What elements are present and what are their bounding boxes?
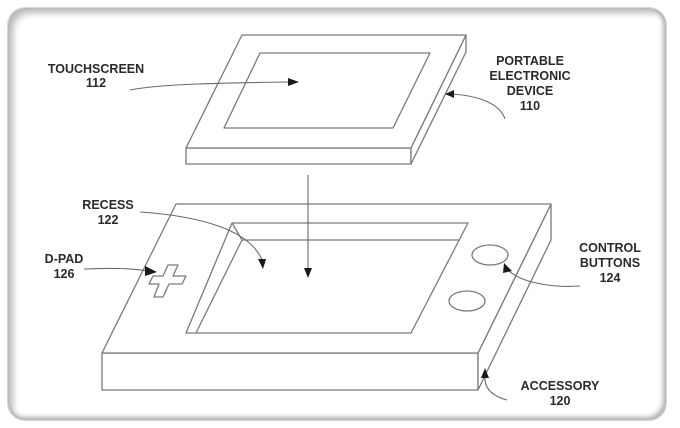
label-accessory: ACCESSORY 120: [521, 379, 600, 408]
d-pad-leader: [83, 266, 157, 276]
label-control-buttons-line1: CONTROL: [579, 241, 641, 255]
touchscreen: [223, 52, 431, 129]
label-portable-device-ref: 110: [520, 99, 540, 113]
label-portable-device-line3: DEVICE: [507, 84, 554, 98]
accessory: [101, 203, 552, 391]
control-button-top: [471, 244, 509, 266]
accessory-leader: [481, 368, 508, 401]
label-recess: RECESS 122: [82, 198, 133, 227]
label-d-pad-name: D-PAD: [45, 252, 84, 266]
control-buttons-leader: [503, 263, 581, 287]
label-control-buttons: CONTROL BUTTONS 124: [579, 241, 641, 285]
label-portable-device-line2: ELECTRONIC: [489, 69, 570, 83]
control-button-bottom: [448, 290, 486, 312]
label-control-buttons-line2: BUTTONS: [580, 256, 640, 270]
label-control-buttons-ref: 124: [600, 271, 621, 285]
label-accessory-name: ACCESSORY: [521, 379, 600, 393]
label-recess-ref: 122: [98, 213, 119, 227]
label-d-pad: D-PAD 126: [45, 252, 84, 281]
label-touchscreen-name: TOUCHSCREEN: [48, 62, 144, 76]
label-d-pad-ref: 126: [54, 267, 75, 281]
label-touchscreen: TOUCHSCREEN 112: [48, 62, 144, 90]
label-touchscreen-ref: 112: [86, 76, 106, 90]
label-portable-device-line1: PORTABLE: [496, 54, 564, 68]
portable-electronic-device: [185, 34, 467, 165]
label-recess-name: RECESS: [82, 198, 133, 212]
label-portable-device: PORTABLE ELECTRONIC DEVICE 110: [489, 54, 570, 113]
insertion-arrow: [304, 175, 312, 278]
d-pad: [148, 264, 187, 298]
accessory-front-face: [101, 352, 479, 391]
recess-leader: [139, 211, 266, 269]
portable-device-leader: [445, 90, 506, 120]
device-front-face: [185, 147, 412, 165]
label-accessory-ref: 120: [550, 394, 571, 408]
touchscreen-leader: [129, 78, 299, 91]
